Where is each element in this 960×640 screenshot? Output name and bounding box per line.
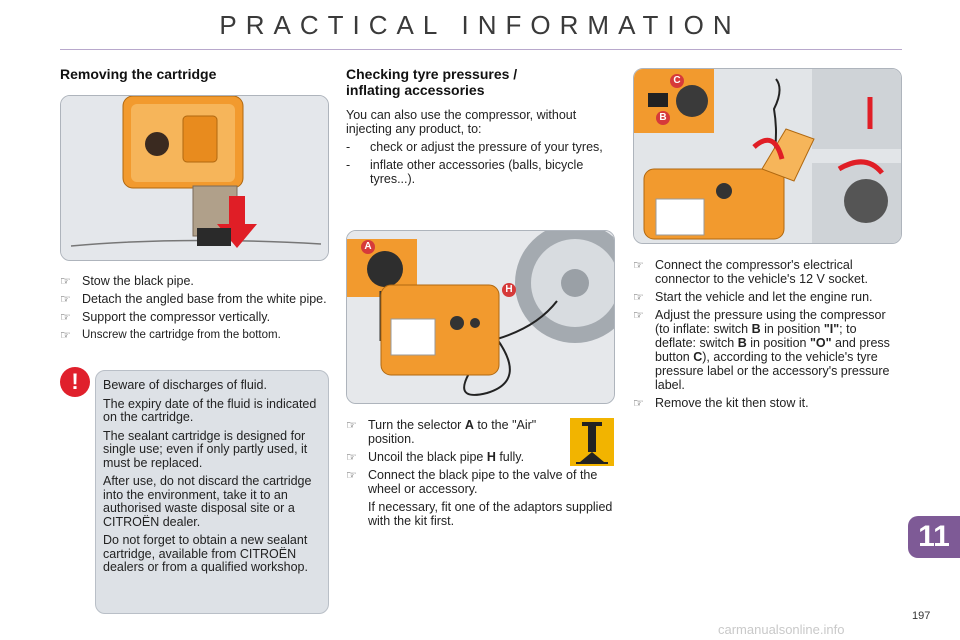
photo-cartridge xyxy=(60,95,329,261)
header-rule xyxy=(60,49,902,50)
photo-compressor-wheel xyxy=(346,230,615,404)
list-item: -check or adjust the pressure of your ty… xyxy=(346,140,603,154)
right-bullet-list: ☞Connect the compressor's electrical con… xyxy=(633,258,900,414)
warning-text: Beware of discharges of fluid. The expir… xyxy=(103,378,323,580)
dash-list: -check or adjust the pressure of your ty… xyxy=(346,140,614,190)
list-item: ☞Adjust the pressure using the compresso… xyxy=(633,308,890,392)
list-item: ☞Support the compressor vertically. xyxy=(60,310,271,324)
watermark: carmanualsonline.info xyxy=(718,622,845,637)
list-item: ☞Remove the kit then stow it. xyxy=(633,396,809,410)
list-item: -inflate other accessories (balls, bicyc… xyxy=(346,158,584,186)
pointing-hand-icon: ☞ xyxy=(60,328,71,342)
warning-paragraph: The sealant cartridge is designed for si… xyxy=(103,428,308,470)
callout-a: A xyxy=(361,240,375,254)
pointing-hand-icon: ☞ xyxy=(60,310,71,324)
list-item: ☞Start the vehicle and let the engine ru… xyxy=(633,290,873,304)
list-item: If necessary, fit one of the adaptors su… xyxy=(368,500,613,528)
warning-paragraph: The expiry date of the fluid is indicate… xyxy=(103,396,317,424)
pointing-hand-icon: ☞ xyxy=(60,274,71,288)
pointing-hand-icon: ☞ xyxy=(346,418,357,432)
pointing-hand-icon: ☞ xyxy=(633,396,644,410)
list-item: ☞Connect the black pipe to the valve of … xyxy=(346,468,598,496)
pointing-hand-icon: ☞ xyxy=(633,258,644,272)
warning-box xyxy=(95,370,329,614)
middle-steps-list: ☞Turn the selector A to the "Air" positi… xyxy=(346,418,616,532)
warning-paragraph: Do not forget to obtain a new sealant ca… xyxy=(103,533,308,574)
section-title-removing: Removing the cartridge xyxy=(60,66,217,82)
chapter-tab: 11 xyxy=(908,516,960,558)
exclamation-icon: ! xyxy=(60,367,90,397)
list-item: ☞Stow the black pipe. xyxy=(60,274,194,288)
pointing-hand-icon: ☞ xyxy=(633,308,644,322)
page-number: 197 xyxy=(912,610,931,622)
page-header-title: PRACTICAL INFORMATION xyxy=(219,10,741,40)
pointing-hand-icon: ☞ xyxy=(633,290,644,304)
photo-socket-switches xyxy=(633,68,902,244)
callout-c: C xyxy=(670,74,684,88)
left-bullet-list: ☞Stow the black pipe. ☞Detach the angled… xyxy=(60,274,327,346)
list-item: ☞Uncoil the black pipe H fully. xyxy=(346,450,525,464)
jack-icon xyxy=(570,418,614,466)
list-item: ☞Turn the selector A to the "Air" positi… xyxy=(346,418,537,446)
callout-h: H xyxy=(502,283,516,297)
list-item: ☞Detach the angled base from the white p… xyxy=(60,292,327,306)
list-item: ☞Connect the compressor's electrical con… xyxy=(633,258,868,286)
warning-paragraph: Beware of discharges of fluid. xyxy=(103,378,267,392)
intro-text: You can also use the compressor, without… xyxy=(346,108,577,136)
section-title-checking: Checking tyre pressures / inflating acce… xyxy=(346,66,518,98)
warning-paragraph: After use, do not discard the cartridge … xyxy=(103,474,312,529)
pointing-hand-icon: ☞ xyxy=(346,468,357,482)
pointing-hand-icon: ☞ xyxy=(346,450,357,464)
pointing-hand-icon: ☞ xyxy=(60,292,71,306)
list-item: ☞Unscrew the cartridge from the bottom. xyxy=(60,328,281,342)
callout-b: B xyxy=(656,111,670,125)
